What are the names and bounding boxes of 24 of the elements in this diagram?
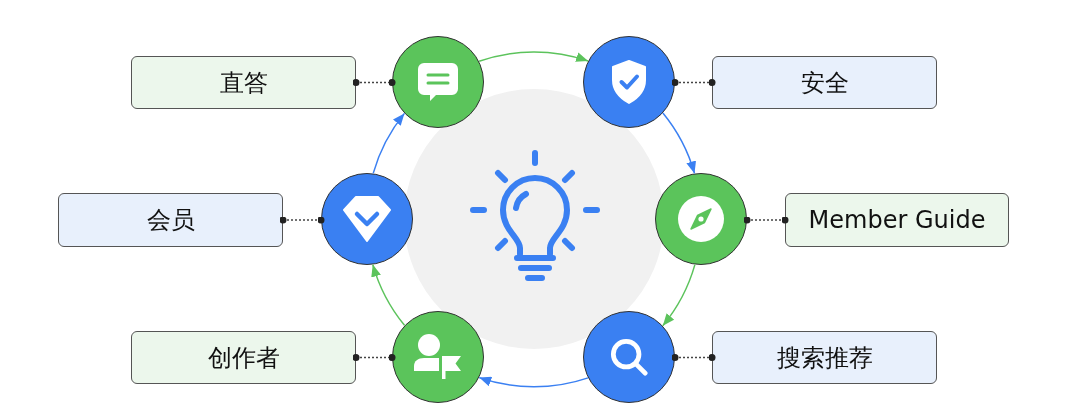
dotted-connector: [671, 79, 716, 86]
dotted-connector: [743, 216, 789, 224]
label-box: [712, 56, 937, 109]
cycle-arrow: [371, 263, 406, 327]
cycle-arrow: [478, 376, 589, 388]
cycle-arrow: [478, 51, 589, 63]
label-box: [131, 56, 356, 109]
label-box: [712, 331, 937, 384]
cycle-arrow: [662, 263, 696, 327]
label-box: [131, 331, 356, 384]
label-text: 安全: [800, 67, 849, 98]
label-text: 会员: [146, 205, 195, 235]
cycle-arrow: [662, 112, 696, 175]
dotted-connector: [352, 79, 396, 86]
label-text: 直答: [219, 67, 268, 98]
label-box: [58, 193, 283, 247]
dotted-connector: [279, 216, 325, 224]
label-box: [785, 193, 1009, 247]
dotted-connector: [352, 354, 396, 361]
cycle-arrow: [372, 112, 406, 175]
label-text: 创作者: [207, 342, 280, 373]
label-text: Member Guide: [808, 205, 986, 235]
label-text: 搜索推荐: [776, 342, 873, 373]
dotted-connector: [671, 354, 716, 361]
